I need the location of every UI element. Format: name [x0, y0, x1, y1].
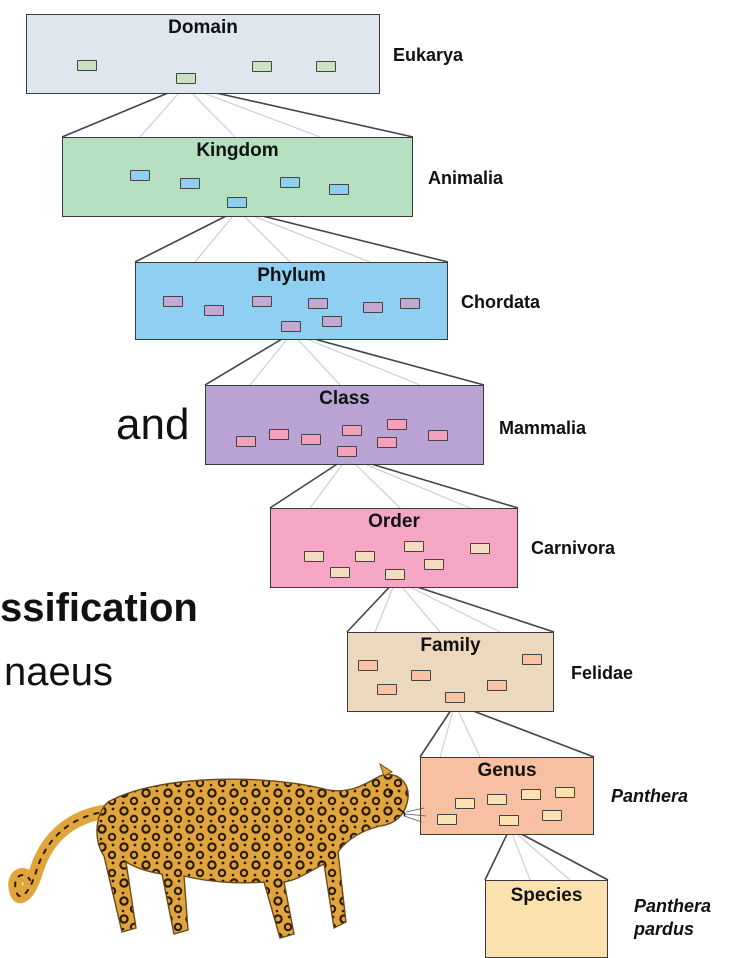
- organism-marker: [521, 789, 541, 800]
- rank-label-order: Order: [271, 511, 517, 533]
- organism-marker: [329, 184, 349, 195]
- leopard-illustration: [8, 752, 428, 952]
- organism-marker: [363, 302, 383, 313]
- organism-marker: [322, 316, 342, 327]
- organism-marker: [301, 434, 321, 445]
- taxon-carnivora: Carnivora: [531, 538, 615, 559]
- organism-marker: [445, 692, 465, 703]
- taxon-animalia: Animalia: [428, 168, 503, 189]
- rank-label-species: Species: [486, 885, 607, 907]
- organism-marker: [77, 60, 97, 71]
- organism-marker: [163, 296, 183, 307]
- organism-marker: [308, 298, 328, 309]
- organism-marker: [387, 419, 407, 430]
- organism-marker: [269, 429, 289, 440]
- organism-marker: [130, 170, 150, 181]
- organism-marker: [555, 787, 575, 798]
- organism-marker: [487, 794, 507, 805]
- organism-marker: [542, 810, 562, 821]
- organism-marker: [252, 61, 272, 72]
- organism-marker: [470, 543, 490, 554]
- organism-marker: [204, 305, 224, 316]
- organism-marker: [355, 551, 375, 562]
- organism-marker: [377, 684, 397, 695]
- rank-label-genus: Genus: [421, 760, 593, 782]
- organism-marker: [337, 446, 357, 457]
- organism-marker: [358, 660, 378, 671]
- organism-marker: [330, 567, 350, 578]
- rank-box-species: Species: [485, 880, 608, 958]
- organism-marker: [411, 670, 431, 681]
- organism-marker: [424, 559, 444, 570]
- organism-marker: [499, 815, 519, 826]
- organism-marker: [176, 73, 196, 84]
- taxon-panthera: Panthera: [611, 786, 688, 807]
- taxon-eukarya: Eukarya: [393, 45, 463, 66]
- organism-marker: [522, 654, 542, 665]
- taxon-felidae: Felidae: [571, 663, 633, 684]
- organism-marker: [252, 296, 272, 307]
- organism-marker: [385, 569, 405, 580]
- taxon-mammalia: Mammalia: [499, 418, 586, 439]
- organism-marker: [455, 798, 475, 809]
- organism-marker: [280, 177, 300, 188]
- rank-box-domain: Domain: [26, 14, 380, 94]
- organism-marker: [377, 437, 397, 448]
- taxon-panthera-pardus-line1: Panthera: [634, 896, 711, 917]
- organism-marker: [428, 430, 448, 441]
- organism-marker: [304, 551, 324, 562]
- rank-label-kingdom: Kingdom: [63, 140, 412, 162]
- rank-label-class: Class: [206, 388, 483, 410]
- organism-marker: [316, 61, 336, 72]
- organism-marker: [236, 436, 256, 447]
- organism-marker: [342, 425, 362, 436]
- taxon-panthera-pardus-line2: pardus: [634, 919, 694, 940]
- organism-marker: [404, 541, 424, 552]
- organism-marker: [180, 178, 200, 189]
- organism-marker: [437, 814, 457, 825]
- organism-marker: [487, 680, 507, 691]
- rank-label-phylum: Phylum: [136, 265, 447, 287]
- organism-marker: [281, 321, 301, 332]
- organism-marker: [400, 298, 420, 309]
- organism-marker: [227, 197, 247, 208]
- rank-label-domain: Domain: [27, 17, 379, 39]
- taxon-chordata: Chordata: [461, 292, 540, 313]
